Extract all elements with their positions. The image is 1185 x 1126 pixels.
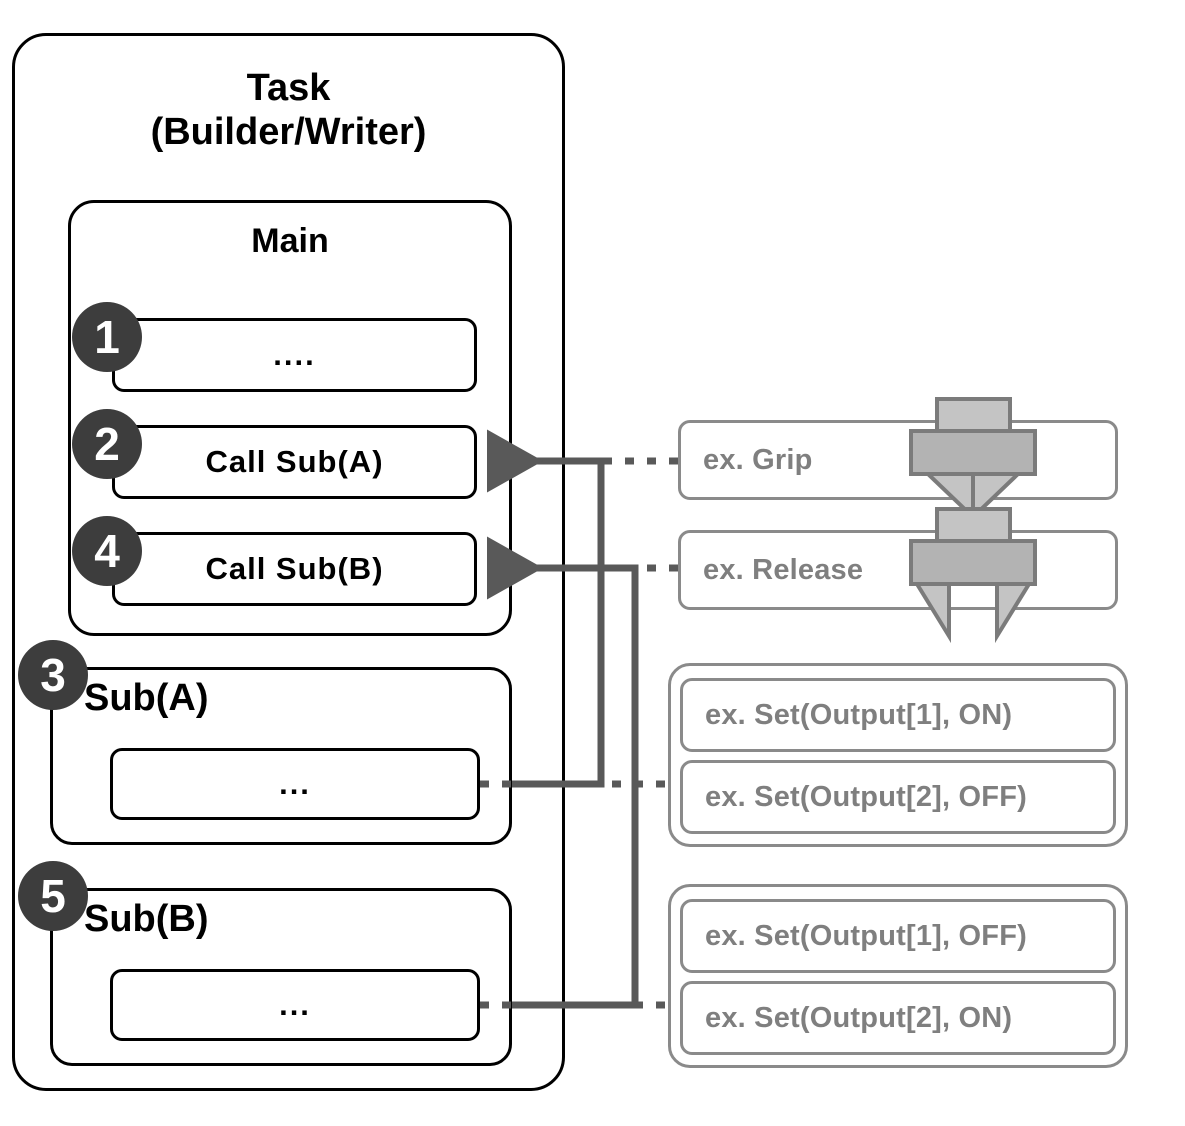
sub-b-statement-label: ... (279, 987, 311, 1022)
main-title: Main (251, 222, 329, 260)
example-set-output-1-on-label: ex. Set(Output[1], ON) (705, 698, 1013, 731)
main-container (68, 200, 512, 636)
step-badge-2: 2 (72, 409, 142, 479)
sub-a-statement-label: ... (279, 766, 311, 801)
task-title-line2: (Builder/Writer) (150, 111, 427, 153)
step-badge-4: 4 (72, 516, 142, 586)
step-badge-3: 3 (18, 640, 88, 710)
example-grip-box[interactable]: ex. Grip (678, 420, 1118, 500)
example-set-output-2-off-label: ex. Set(Output[2], OFF) (705, 780, 1027, 813)
example-set-output-1-off-label: ex. Set(Output[1], OFF) (705, 919, 1027, 952)
main-statement-call-sub-a[interactable]: Call Sub(A) (112, 425, 477, 499)
task-title-line1: Task (246, 67, 331, 109)
step-badge-5: 5 (18, 861, 88, 931)
example-set-output-2-on-label: ex. Set(Output[2], ON) (705, 1001, 1013, 1034)
example-release-label: ex. Release (703, 553, 864, 586)
example-group-1 (668, 663, 1128, 847)
sub-b-title: Sub(B) (84, 898, 209, 940)
example-set-output-1-off[interactable]: ex. Set(Output[1], OFF) (680, 899, 1116, 973)
example-group-2 (668, 884, 1128, 1068)
example-release-box[interactable]: ex. Release (678, 530, 1118, 610)
main-statement-2-label: Call Sub(A) (205, 444, 384, 479)
sub-b-statement[interactable]: ... (110, 969, 480, 1041)
sub-a-title: Sub(A) (84, 677, 209, 719)
main-statement-call-sub-b[interactable]: Call Sub(B) (112, 532, 477, 606)
sub-a-statement[interactable]: ... (110, 748, 480, 820)
example-set-output-2-on[interactable]: ex. Set(Output[2], ON) (680, 981, 1116, 1055)
task-title: Task (Builder/Writer) (12, 66, 565, 154)
example-grip-label: ex. Grip (703, 443, 813, 476)
main-statement-1-label: .... (273, 337, 316, 372)
step-badge-1: 1 (72, 302, 142, 372)
main-statement-4-label: Call Sub(B) (205, 551, 384, 586)
main-statement-1[interactable]: .... (112, 318, 477, 392)
example-set-output-1-on[interactable]: ex. Set(Output[1], ON) (680, 678, 1116, 752)
example-set-output-2-off[interactable]: ex. Set(Output[2], OFF) (680, 760, 1116, 834)
